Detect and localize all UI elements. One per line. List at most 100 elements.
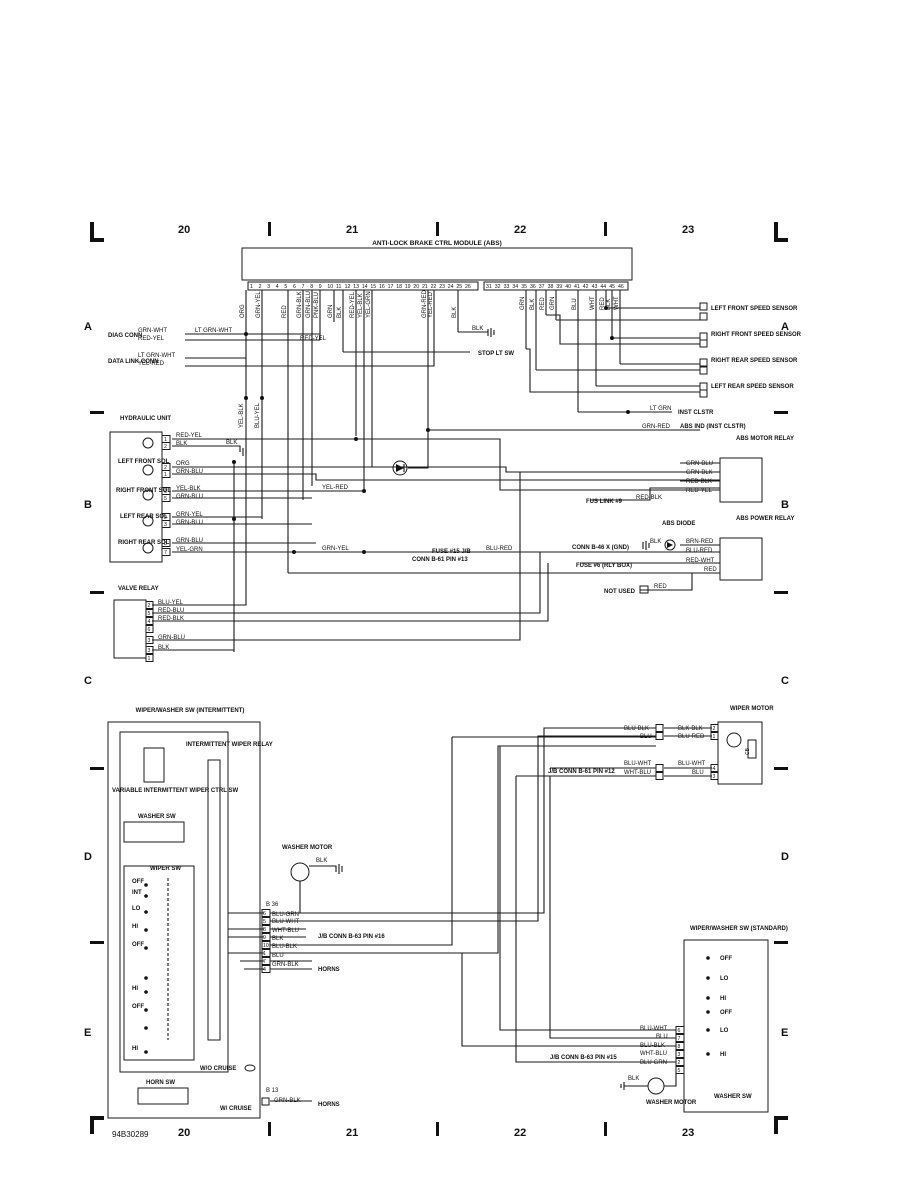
col-label-23-bottom: 23 bbox=[682, 1127, 694, 1139]
washer-motor-label-2: WASHER MOTOR bbox=[646, 1100, 697, 1106]
connector-pin bbox=[655, 732, 664, 740]
wire-label: GRN-BLU bbox=[176, 494, 203, 500]
row-label-d: D bbox=[84, 851, 92, 863]
wire-label: BLU bbox=[572, 298, 578, 310]
switch-position-label: HI bbox=[132, 1046, 138, 1052]
wire-label: BLU-BLK bbox=[624, 726, 649, 732]
connector-pin bbox=[675, 1034, 685, 1042]
wiper-washer-sw-title: WIPER/WASHER SW (INTERMITTENT) bbox=[136, 708, 245, 714]
wire-label: GRN-RED bbox=[422, 289, 428, 318]
wire-label: RED-YEL bbox=[350, 291, 356, 318]
abs-power-relay-label: ABS POWER RELAY bbox=[736, 516, 794, 522]
module-pin-number: 38 bbox=[548, 284, 554, 290]
wire-label: WHT-BLU bbox=[640, 1051, 667, 1057]
module-pin-number: 6 bbox=[293, 284, 296, 290]
wire-label: GRN-BLK bbox=[297, 291, 303, 318]
connector-pin bbox=[161, 539, 171, 547]
pin-number: 2 bbox=[678, 1060, 681, 1066]
connector-pin bbox=[145, 654, 154, 662]
switch-position-label: HI bbox=[132, 924, 138, 930]
left-front-speed-sensor-label: LEFT FRONT SPEED SENSOR bbox=[711, 306, 798, 312]
wire-label: GRN bbox=[520, 297, 526, 310]
left-rear-sol-label: LEFT REAR SOL bbox=[120, 514, 168, 520]
module-pin-number: 12 bbox=[345, 284, 351, 290]
connector-pin bbox=[145, 601, 154, 609]
wire-label: BLK bbox=[628, 1076, 639, 1082]
wire-label: LT GRN-WHT bbox=[138, 353, 175, 359]
pin-number: 2 bbox=[164, 465, 167, 471]
wire-label: GRN-RED bbox=[642, 424, 671, 430]
washer-motor-label: WASHER MOTOR bbox=[282, 845, 333, 851]
wire-label: BLK bbox=[530, 299, 536, 310]
row-label-a-right: A bbox=[781, 321, 789, 333]
fus-link-9-label: FUS LINK #9 bbox=[586, 499, 623, 505]
connector-pin bbox=[145, 617, 154, 625]
switch-position-label: INT bbox=[132, 890, 142, 896]
module-pin-number: 4 bbox=[276, 284, 279, 290]
left-front-sol-label: LEFT FRONT SOL bbox=[118, 459, 170, 465]
stop-lt-sw-label: STOP LT SW bbox=[478, 351, 514, 357]
wire-label: BLK bbox=[176, 441, 187, 447]
wire-label: YEL-GRN bbox=[366, 291, 372, 318]
pin-number: 2 bbox=[164, 444, 167, 450]
connector-pin bbox=[161, 470, 171, 478]
module-pin-number: 22 bbox=[431, 284, 437, 290]
module-pin-number: 40 bbox=[565, 284, 571, 290]
wire-label: GRN-YEL bbox=[322, 546, 349, 552]
connector-pin bbox=[675, 1058, 685, 1066]
row-label-b-right: B bbox=[781, 499, 789, 511]
wire-label: BLK bbox=[316, 858, 327, 864]
module-pin-number: 20 bbox=[413, 284, 419, 290]
pin-number: 1 bbox=[164, 472, 167, 478]
switch-position-label: OFF bbox=[720, 1010, 732, 1016]
wo-cruise-label: W/O CRUISE bbox=[200, 1066, 236, 1072]
pin-number: 2 bbox=[148, 603, 151, 609]
wire-label: GRN-BLU bbox=[306, 291, 312, 318]
wire-label: BLK bbox=[226, 440, 237, 446]
pin-number: 2 bbox=[164, 515, 167, 521]
wire-label: RED-WHT bbox=[686, 558, 715, 564]
switch-contact bbox=[144, 910, 148, 914]
switch-position-label: LO bbox=[132, 906, 141, 912]
ground-icon bbox=[335, 864, 343, 874]
connector-pin bbox=[675, 1026, 685, 1034]
wire-label: LT GRN bbox=[650, 406, 671, 412]
wire-label: BLU-RED bbox=[686, 548, 713, 554]
wire-label: BLU-YEL bbox=[158, 600, 184, 606]
connector-pin bbox=[161, 520, 171, 528]
pin-number: 3 bbox=[678, 1052, 681, 1058]
pin-number: 1 bbox=[713, 734, 716, 740]
grid-frame bbox=[90, 222, 788, 1136]
module-pin-number: 5 bbox=[284, 284, 287, 290]
connector-pin bbox=[655, 724, 664, 732]
wire-label: BLK bbox=[650, 539, 661, 545]
pin-number: 8 bbox=[263, 927, 266, 933]
speed-sensor-connector bbox=[699, 302, 708, 398]
module-pin-number: 19 bbox=[405, 284, 411, 290]
wire-label: GRN-BLU bbox=[158, 635, 185, 641]
wire-label: RED-BLU bbox=[158, 608, 184, 614]
module-pin-number: 41 bbox=[574, 284, 580, 290]
wire-label: GRN-YEL bbox=[176, 512, 203, 518]
pin-number: 4 bbox=[263, 967, 266, 973]
wire-label: WHT bbox=[590, 296, 596, 310]
wire-label: GRN-BLU bbox=[176, 520, 203, 526]
switch-position-label: OFF bbox=[132, 942, 144, 948]
module-pin-number: 45 bbox=[609, 284, 615, 290]
module-pin-number: 26 bbox=[465, 284, 471, 290]
module-pin-number: 17 bbox=[388, 284, 394, 290]
jb-conn-b63-15-label: J/B CONN B-63 PIN #15 bbox=[550, 1055, 617, 1061]
connector-pin bbox=[161, 442, 171, 450]
wire-label: GRN-BLU bbox=[686, 461, 713, 467]
connector-pin bbox=[145, 609, 154, 617]
right-rear-speed-sensor-label: RIGHT REAR SPEED SENSOR bbox=[711, 358, 798, 364]
module-pin-number: 34 bbox=[512, 284, 518, 290]
connector-pin bbox=[675, 1050, 685, 1058]
fuse15-label: FUSE #15 J/B bbox=[432, 549, 471, 555]
row-label-b: B bbox=[84, 499, 92, 511]
wiper-section: WIPER/WASHER SW (INTERMITTENT) INTERMITT… bbox=[107, 706, 788, 1119]
